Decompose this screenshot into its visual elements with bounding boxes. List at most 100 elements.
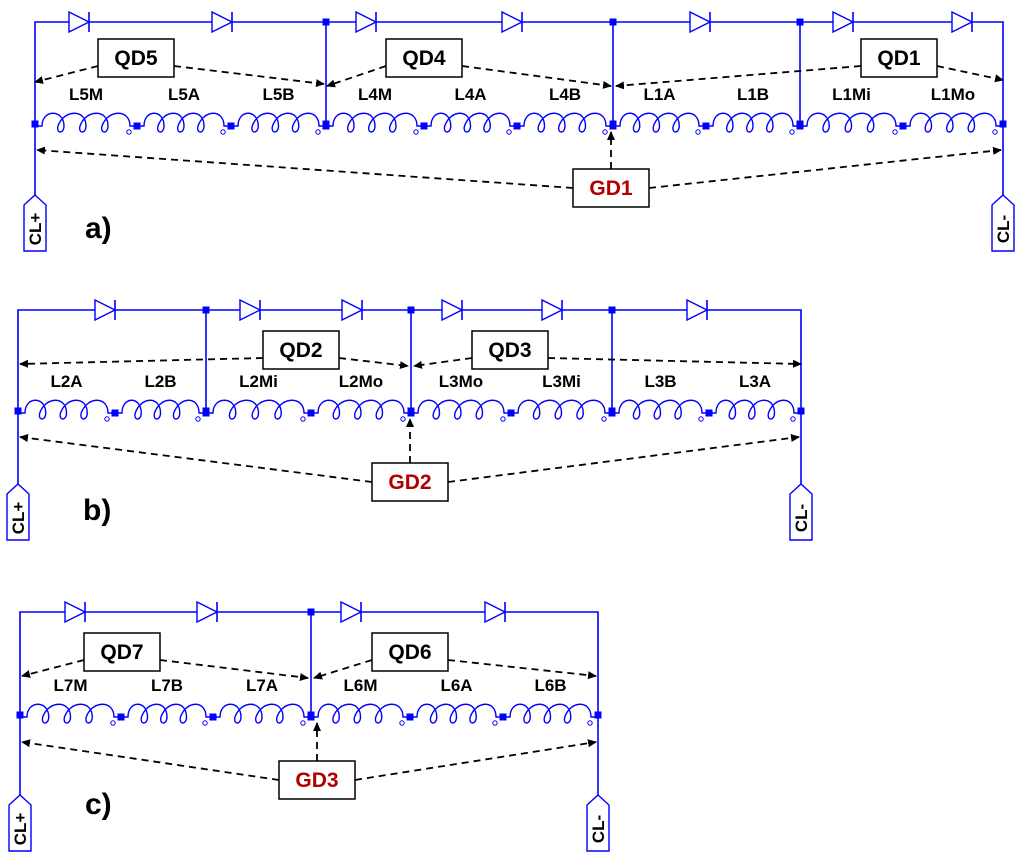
qd-box-0-frame [97,38,175,78]
gd-box: GD2 [371,462,449,502]
qd-box-1-frame [385,38,463,78]
diode-symbol [64,600,87,624]
inductor-coil [18,399,115,422]
junction-node [796,122,804,130]
diode-symbol [689,10,712,34]
dot-marker [399,720,405,726]
inductor-label: L1B [737,85,769,104]
qd-box-0-text: QD5 [114,47,158,70]
qd-box-2-frame [860,38,938,78]
junction-node [406,713,414,721]
inductor-label: L3Mo [439,372,483,391]
inductor-label: L1Mi [832,85,871,104]
inductor-coil [231,112,326,135]
terminal-cl-minus: CL- [789,483,813,541]
inductor-label: L7A [246,676,278,695]
inductor-coil [311,703,410,726]
terminal-cl-plus-label: CL+ [26,213,45,246]
gd-arrow-right [648,146,1002,189]
dot-marker [506,129,512,135]
terminal-cl-plus-shape [8,794,32,852]
terminal-cl-minus-label: CL- [994,215,1013,243]
terminal-cl-minus-shape [789,483,813,541]
diode-symbol [951,10,974,34]
gd-box: GD3 [278,760,356,800]
qd-arrow [461,65,612,89]
inductor-label: L5B [262,85,294,104]
terminal-cl-plus: CL+ [8,794,32,852]
inductor-coil [517,112,613,135]
qd-box-0-frame [83,632,161,672]
terminal-cl-plus-shape [6,483,30,541]
inductor-label: L6M [344,676,378,695]
junction-node [307,409,315,417]
gd-arrow-right [447,434,800,483]
junction-node [608,306,616,314]
inductor-coil [424,112,517,135]
inductor-coil [411,399,511,422]
qd-arrow [547,357,802,368]
junction-node [609,18,617,26]
inductor-label: L6A [440,676,472,695]
qd-box-1-text: QD3 [488,339,531,362]
qd-arrow [447,659,597,680]
inductor-label: L3Mi [542,372,581,391]
diode-symbol [239,298,262,322]
junction-node [133,122,141,130]
dot-marker [789,129,795,135]
dot-marker [202,720,208,726]
panel-label: a) [85,212,112,245]
inductor-label: L1A [643,85,675,104]
dot-marker [695,129,701,135]
diode-symbol [441,298,464,322]
junction-node [608,409,616,417]
dot-marker [992,129,998,135]
gd-box: GD1 [572,168,650,208]
qd-arrow [173,65,325,88]
junction-node [420,122,428,130]
gd-box-frame [278,760,356,800]
gd-arrow-left [21,739,280,781]
inductor-label: L7B [151,676,183,695]
diode-symbol [541,298,564,322]
junction-node [209,713,217,721]
junction-node [227,122,235,130]
inductor-coil [206,399,311,422]
qd-arrow [413,357,473,369]
diode-symbol [211,10,234,34]
terminal-cl-minus: CL- [991,194,1015,252]
dot-marker [400,416,406,422]
junction-node [899,122,907,130]
junction-node [499,713,507,721]
qd-box-0: QD7 [83,632,161,672]
junction-node [796,18,804,26]
dot-marker [500,416,506,422]
inductor-label: L6B [534,676,566,695]
junction-node [609,122,617,130]
gd-arrow-left [36,146,574,189]
junction-node [705,409,713,417]
diode-symbol [484,600,507,624]
dot-marker [601,416,607,422]
diode-symbol [355,10,378,34]
dot-marker [104,416,110,422]
qd-arrow [936,65,1004,83]
terminal-cl-minus-shape [991,194,1015,252]
qd-arrow [21,659,85,678]
junction-node [407,409,415,417]
dot-marker [315,129,321,135]
inductor-label: L2Mi [239,372,278,391]
inductor-label: L4M [358,85,392,104]
dot-marker [698,416,704,422]
inductor-coil [121,703,213,726]
terminal-cl-plus-shape [23,194,47,252]
qd-box-1-text: QD4 [402,47,446,70]
inductor-coil [326,112,424,135]
qd-box-0: QD5 [97,38,175,78]
wire [34,21,1004,124]
junction-node [507,409,515,417]
inductor-label: L7M [54,676,88,695]
qd-arrow [313,659,373,680]
